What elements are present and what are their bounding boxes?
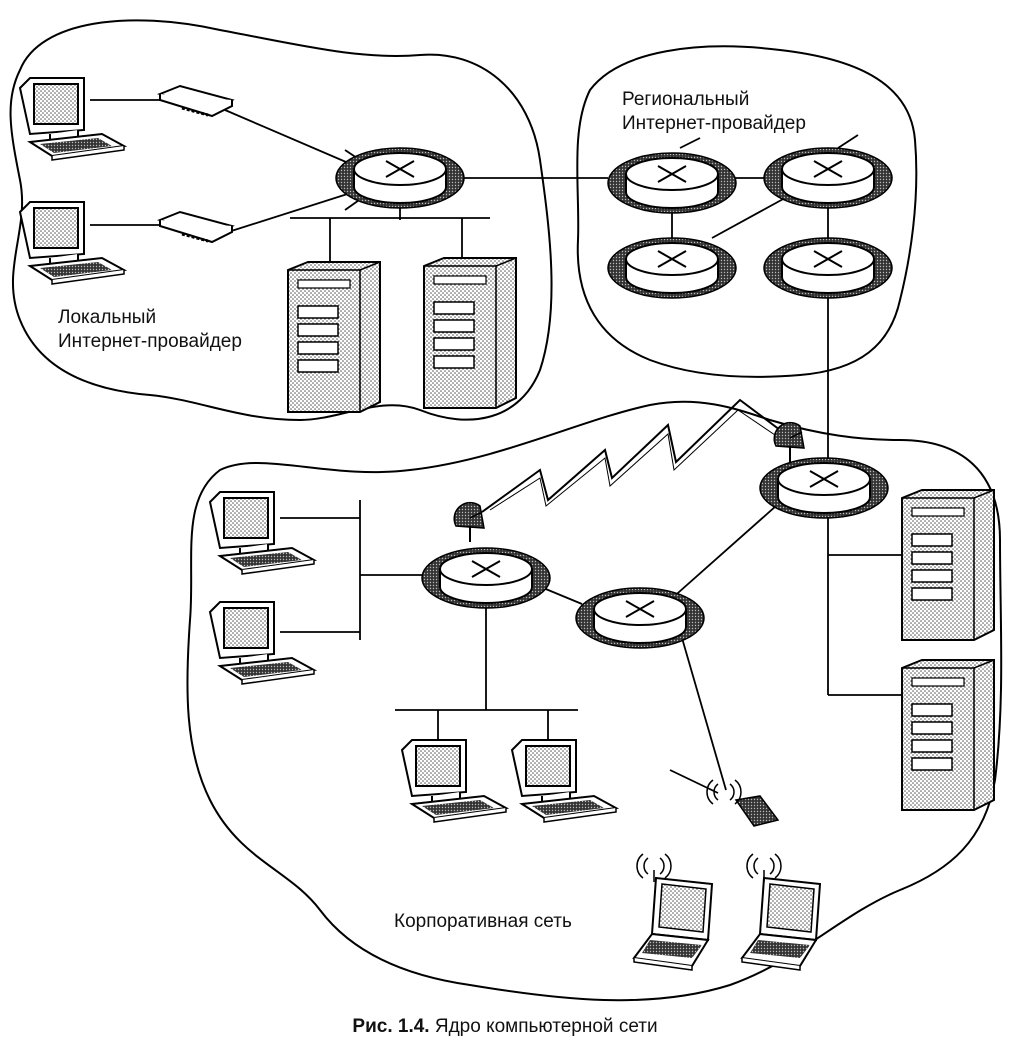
corporate-gateway-router — [759, 457, 889, 519]
satellite-dish-icon — [453, 501, 485, 543]
local-server-2 — [423, 257, 517, 409]
corporate-server-1 — [901, 489, 995, 641]
local-pc-1 — [19, 77, 125, 161]
modem-icon — [158, 84, 234, 118]
links — [90, 99, 905, 794]
modem-icon — [158, 210, 234, 244]
figure-caption: Рис. 1.4. Ядро компьютерной сети — [0, 1016, 1010, 1038]
corporate-network-cloud — [186, 400, 1003, 1002]
local-isp-label-line1: Локальный — [58, 307, 157, 328]
corporate-router-left — [421, 547, 551, 609]
local-isp-cloud — [9, 19, 553, 422]
regional-router-1 — [607, 152, 737, 214]
regional-isp-label-line1: Региональный — [622, 89, 750, 110]
corporate-pc-3 — [401, 739, 507, 823]
corporate-pc-2 — [209, 601, 315, 685]
regional-isp-cloud — [576, 45, 918, 378]
satellite-dish-icon — [773, 421, 805, 463]
local-isp-router — [335, 147, 465, 209]
corporate-router-center — [575, 587, 705, 649]
microwave-link-inner — [489, 409, 776, 511]
caption-number: Рис. 1.4. — [352, 1016, 430, 1037]
local-pc-2 — [19, 201, 125, 285]
corporate-pc-4 — [511, 739, 617, 823]
caption-text: Ядро компьютерной сети — [434, 1016, 658, 1037]
local-isp-label-line2: Интернет-провайдер — [58, 331, 242, 352]
corporate-pc-1 — [209, 491, 315, 575]
local-server-1 — [287, 261, 381, 413]
laptop-2 — [741, 877, 821, 971]
regional-isp-label-line2: Интернет-провайдер — [622, 113, 806, 134]
corporate-server-2 — [901, 659, 995, 811]
microwave-link — [481, 398, 781, 513]
regional-router-2 — [763, 147, 893, 209]
regional-router-3 — [607, 237, 737, 299]
wireless-base-station-icon — [706, 779, 780, 827]
corporate-network-label: Корпоративная сеть — [394, 911, 572, 932]
laptop-1 — [633, 877, 713, 971]
regional-router-4 — [763, 237, 893, 299]
